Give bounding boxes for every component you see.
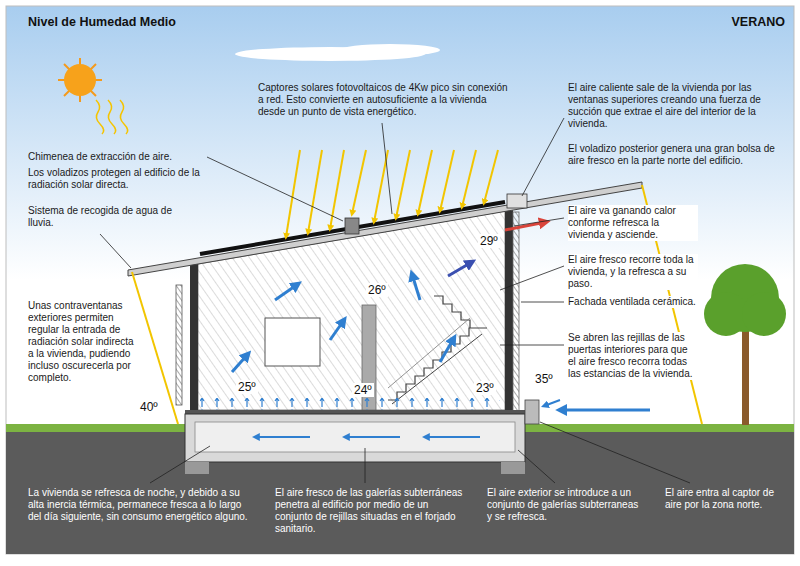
temperature-label: 25º — [236, 380, 258, 394]
temperature-label: 24º — [352, 383, 374, 397]
annotation-text: Se abren las rejillas de las puertas int… — [568, 332, 698, 380]
sun — [58, 58, 128, 134]
annotation-text: Unas contraventanas exteriores permiten … — [28, 300, 136, 384]
annotation-text: El aire fresco recorre toda la vivienda,… — [568, 254, 698, 290]
tree — [704, 264, 786, 425]
diagram-title: Nivel de Humedad Medio — [28, 15, 176, 30]
temperature-label: 35º — [533, 372, 555, 386]
season-label: VERANO — [732, 15, 785, 30]
temperature-label: 26º — [366, 283, 388, 297]
sunlight-rays — [132, 150, 702, 424]
annotation-text: Fachada ventilada cerámica. — [568, 296, 698, 308]
temperature-label: 29º — [478, 234, 500, 248]
annotation-text: El voladizo posterior genera una gran bo… — [568, 143, 790, 167]
background — [6, 6, 794, 554]
annotation-text: La vivienda se refresca de noche, y debi… — [28, 487, 248, 523]
annotation-text: Captores solares fotovoltaicos de 4Kw pi… — [258, 82, 508, 118]
temperature-label: 23º — [474, 381, 496, 395]
temperature-label: 40º — [138, 400, 160, 414]
annotation-text: Los voladizos protegen al edificio de la… — [28, 167, 203, 191]
annotation-text: Chimenea de extracción de aire. — [28, 151, 203, 163]
annotation-text: El aire caliente sale de la vivienda por… — [568, 82, 790, 130]
annotation-text: El aire fresco de las galerías subterrán… — [275, 487, 463, 535]
annotation-text: Sistema de recogida de agua de lluvia. — [28, 205, 188, 229]
annotation-text: El aire exterior se introduce a un conju… — [487, 487, 645, 523]
building — [128, 182, 642, 474]
annotation-text: El aire entra al captor de aire por la z… — [665, 487, 790, 511]
annotation-text: El aire va ganando calor conforme refres… — [568, 205, 698, 241]
